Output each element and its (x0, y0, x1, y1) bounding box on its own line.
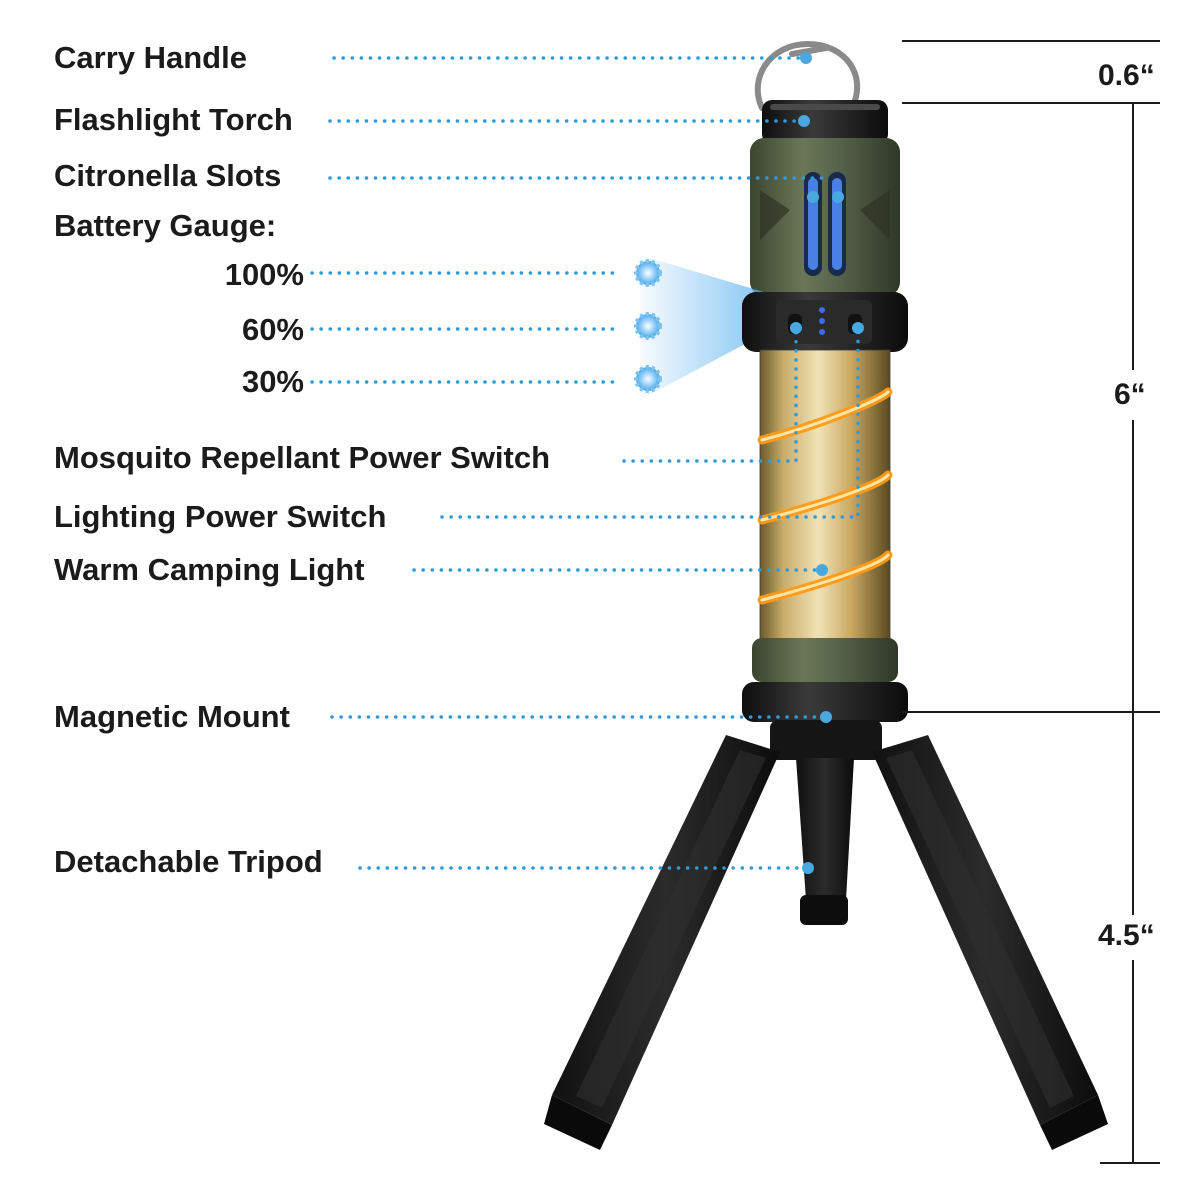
label-magnetic-mount: Magnetic Mount (54, 699, 290, 734)
label-battery-100: 100% (224, 257, 304, 292)
label-battery-30: 30% (241, 364, 304, 399)
carry-handle-wire (754, 40, 861, 111)
dot-magnetic-mount (820, 711, 832, 723)
dot-warm-light (816, 564, 828, 576)
dot-tripod (802, 862, 814, 874)
torch-cap (762, 100, 888, 144)
label-battery-gauge: Battery Gauge: (54, 208, 277, 243)
label-mosquito-switch: Mosquito Repellant Power Switch (54, 440, 551, 475)
tripod-hub (770, 720, 882, 760)
dim-label-lantern: 6“ (1114, 378, 1146, 411)
dot-mosquito-switch (790, 322, 802, 334)
label-carry-handle: Carry Handle (54, 40, 247, 75)
dim-label-tripod: 4.5“ (1098, 919, 1155, 952)
magnetic-mount (742, 682, 908, 722)
led-100 (634, 259, 662, 287)
lower-collar (752, 638, 898, 682)
label-citronella-slots: Citronella Slots (54, 158, 282, 193)
gauge-beam (640, 255, 790, 400)
label-detachable-tripod: Detachable Tripod (54, 844, 323, 879)
led-60 (634, 312, 662, 340)
dot-flashlight (798, 115, 810, 127)
label-flashlight-torch: Flashlight Torch (54, 102, 293, 137)
upper-housing (750, 138, 900, 296)
dot-citronella-1 (807, 191, 819, 203)
leader-mosquito-switch (622, 326, 798, 463)
dim-label-handle: 0.6“ (1098, 59, 1155, 92)
dot-citronella-2 (832, 191, 844, 203)
led-30 (634, 365, 662, 393)
label-warm-light: Warm Camping Light (54, 552, 365, 587)
label-battery-60: 60% (241, 312, 304, 347)
dot-carry-handle (800, 52, 812, 64)
battery-led-indicators (634, 259, 662, 393)
dot-lighting-switch (852, 322, 864, 334)
label-lighting-switch: Lighting Power Switch (54, 499, 387, 534)
